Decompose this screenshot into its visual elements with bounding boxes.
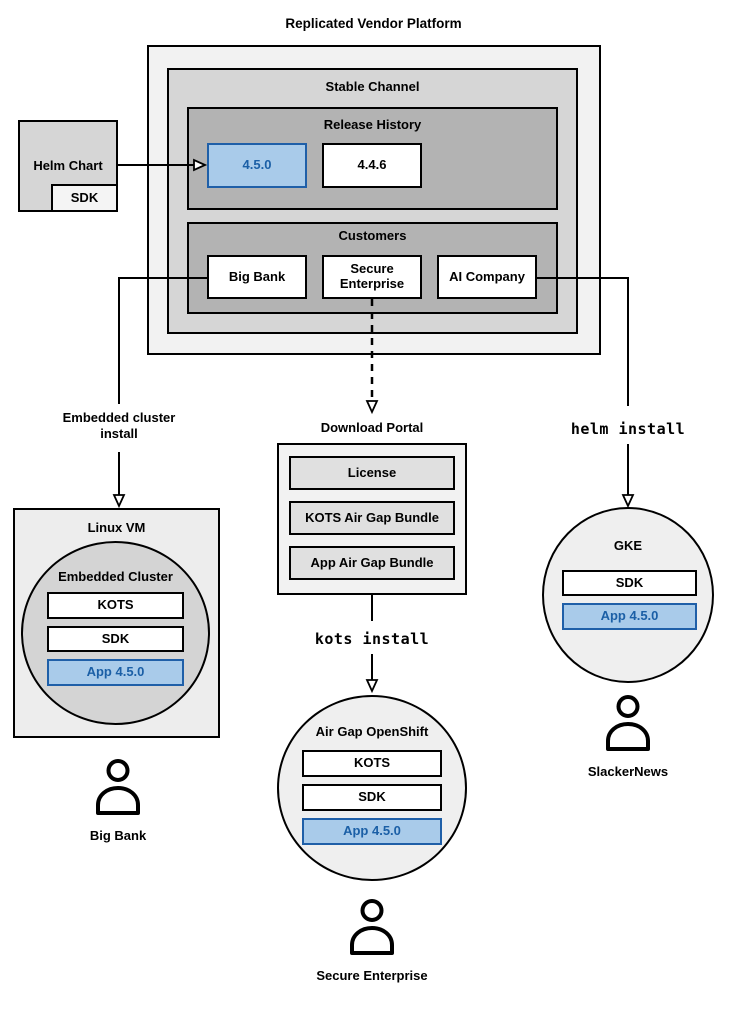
portal-license-box: License — [289, 456, 455, 490]
stable-channel-title: Stable Channel — [325, 79, 420, 94]
release-box-4-5-0: 4.5.0 — [207, 143, 307, 188]
helm-install-command: helm install — [570, 420, 686, 438]
customers-title: Customers — [338, 228, 407, 243]
slackernews-user-icon — [606, 695, 650, 751]
secure-enterprise-persona-label: Secure Enterprise — [316, 968, 428, 983]
release-box-4-4-6: 4.4.6 — [322, 143, 422, 188]
customer-big-bank-box: Big Bank — [207, 255, 307, 299]
download-portal-title: Download Portal — [320, 420, 424, 435]
embedded-install-edge-label: Embedded cluster install — [62, 410, 176, 442]
slackernews-persona-label: SlackerNews — [587, 764, 669, 779]
embedded-app-box: App 4.5.0 — [47, 659, 184, 686]
helm-install-arrowhead — [621, 494, 635, 509]
embedded-cluster-title: Embedded Cluster — [58, 569, 173, 584]
portal-kots-bundle-box: KOTS Air Gap Bundle — [289, 501, 455, 535]
gke-app-box: App 4.5.0 — [562, 603, 697, 630]
big-bank-user-icon — [96, 759, 140, 815]
diagram-title: Replicated Vendor Platform — [285, 16, 462, 31]
customer-secure-enterprise-box: Secure Enterprise — [322, 255, 422, 299]
linux-vm-title: Linux VM — [87, 520, 146, 535]
release-history-title: Release History — [323, 117, 422, 132]
customer-ai-company-box: AI Company — [437, 255, 537, 299]
secure-enterprise-arrowhead — [365, 400, 379, 415]
kots-install-arrowhead — [365, 679, 379, 694]
embedded-install-arrowhead — [112, 494, 126, 509]
airgap-openshift-title: Air Gap OpenShift — [315, 724, 429, 739]
openshift-sdk-box: SDK — [302, 784, 442, 811]
gke-title: GKE — [613, 538, 643, 553]
big-bank-persona-label: Big Bank — [89, 828, 147, 843]
gke-sdk-box: SDK — [562, 570, 697, 596]
openshift-kots-box: KOTS — [302, 750, 442, 777]
embedded-sdk-box: SDK — [47, 626, 184, 652]
helm-chart-sdk-box: SDK — [51, 184, 118, 212]
openshift-app-box: App 4.5.0 — [302, 818, 442, 845]
portal-app-bundle-box: App Air Gap Bundle — [289, 546, 455, 580]
secure-enterprise-user-icon — [350, 899, 394, 955]
embedded-kots-box: KOTS — [47, 592, 184, 619]
helm-chart-label: Helm Chart — [33, 158, 103, 173]
kots-install-command: kots install — [314, 630, 430, 648]
